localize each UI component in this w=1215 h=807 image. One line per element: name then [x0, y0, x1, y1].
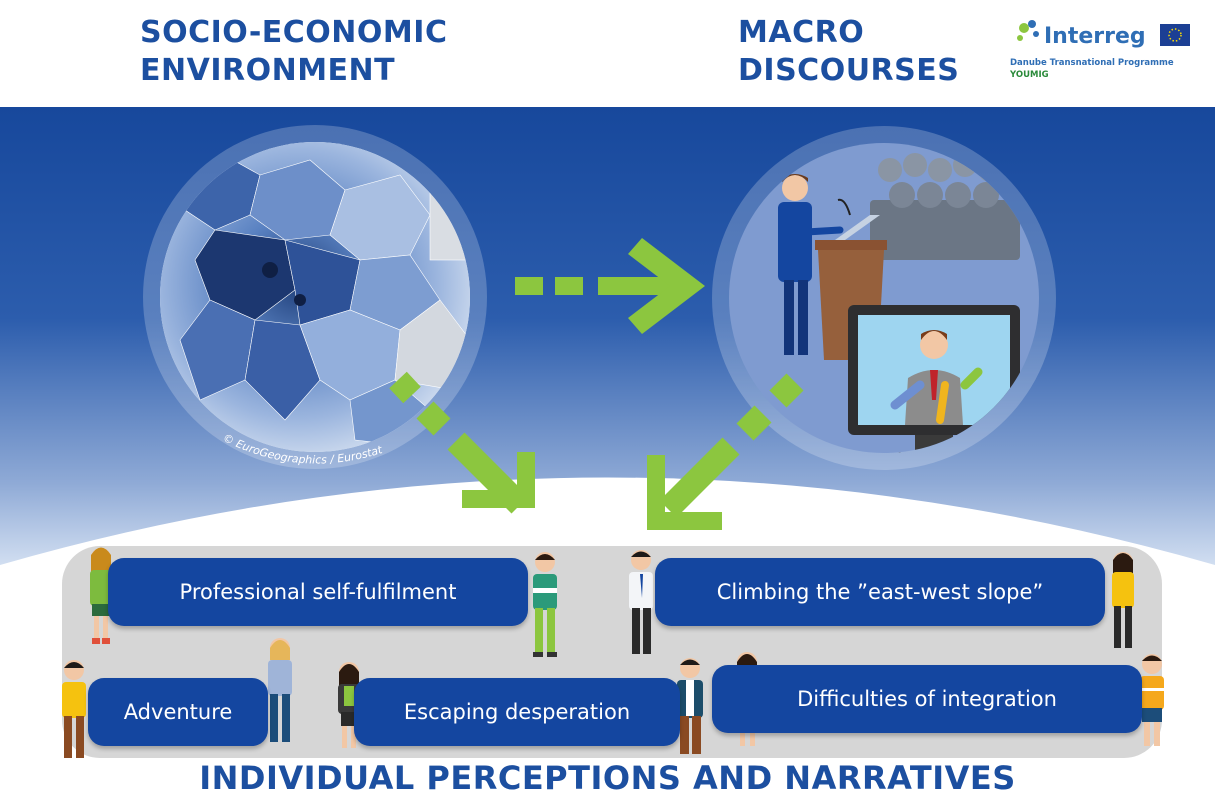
logo-programme: Danube Transnational Programme	[1010, 58, 1174, 68]
arrowhead-left	[462, 452, 535, 508]
person-figure-icon	[1112, 552, 1134, 648]
heading-socio-economic-environment: SOCIO-ECONOMIC ENVIRONMENT	[140, 15, 448, 88]
narrative-label: Climbing the ”east-west slope”	[716, 580, 1044, 604]
narrative-label: Professional self-fulfilment	[179, 580, 457, 604]
person-figure-icon	[1140, 654, 1164, 746]
audience-icon	[870, 153, 1020, 260]
tv-monitor-icon	[848, 305, 1020, 453]
heading-individual-perceptions: INDIVIDUAL PERCEPTIONS AND NARRATIVES	[199, 759, 1016, 797]
logo-wordmark: Interreg	[1044, 24, 1146, 49]
narrative-box-difficulties-of-integration: Difficulties of integration	[712, 665, 1142, 733]
person-figure-icon	[90, 547, 112, 644]
narrative-box-professional-self-fulfilment: Professional self-fulfilment	[108, 558, 528, 626]
narrative-label: Adventure	[123, 700, 233, 724]
person-figure-icon	[268, 638, 292, 742]
interreg-logo: Interreg Danube Transnational Programme …	[1010, 16, 1200, 86]
person-figure-icon	[677, 658, 703, 754]
person-figure-icon	[533, 552, 557, 657]
arrowhead-right	[647, 455, 722, 530]
green-arrow-right-icon	[515, 238, 705, 334]
narrative-box-climbing-east-west-slope: Climbing the ”east-west slope”	[655, 558, 1105, 626]
person-figure-icon	[62, 660, 86, 758]
narrative-label: Escaping desperation	[403, 700, 631, 724]
heading-macro-discourses: MACRO DISCOURSES	[738, 15, 960, 88]
interreg-star-icon	[1017, 20, 1190, 46]
europe-map-icon	[160, 142, 470, 452]
logo-project: YOUMIG	[1010, 70, 1049, 80]
narrative-box-escaping-desperation: Escaping desperation	[354, 678, 680, 746]
person-figure-icon	[629, 550, 653, 654]
green-arrow-down-left-icon	[659, 373, 804, 518]
speaker-icon	[778, 174, 844, 355]
narrative-label: Difficulties of integration	[797, 687, 1057, 711]
narrative-box-adventure: Adventure	[88, 678, 268, 746]
